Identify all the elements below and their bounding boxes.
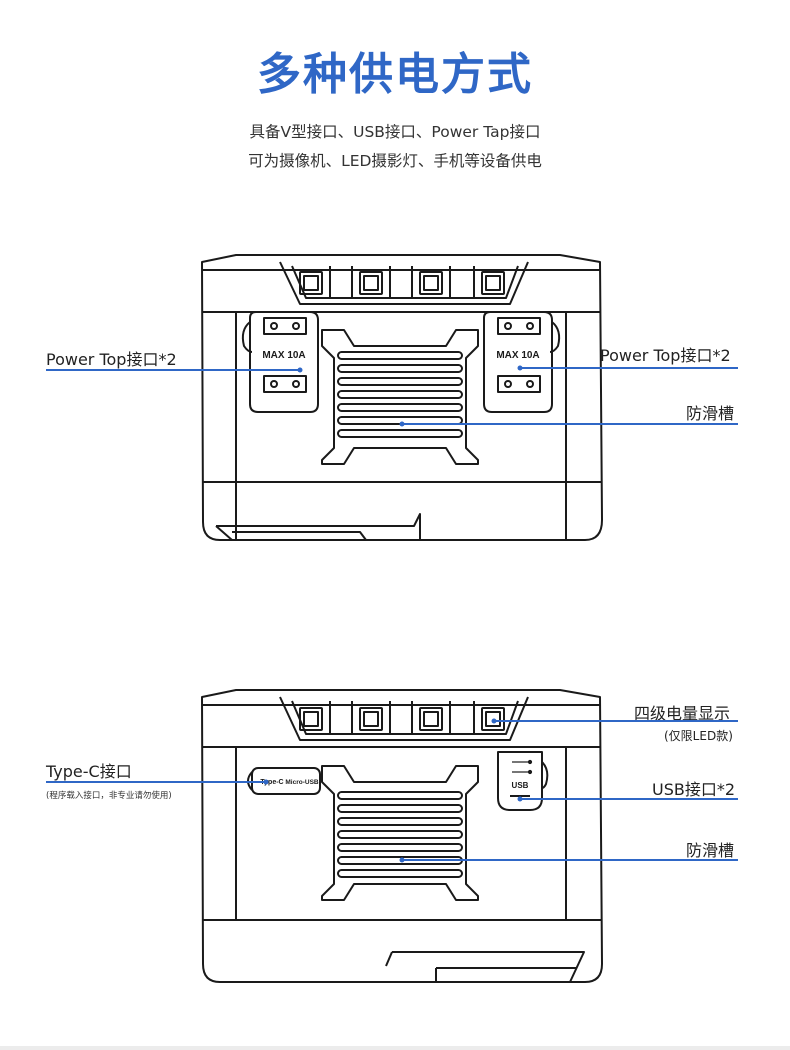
port-label-left: MAX 10A [262,350,305,361]
leader-line-type-c [46,781,266,783]
type-c-port-text: Type-C [260,779,283,786]
callout-battery-display-note: (仅限LED款) [664,729,733,743]
subtitle-line-1: 具备V型接口、USB接口、Power Tap接口 [249,123,541,141]
usb-icon [512,759,533,775]
leader-line-usb [520,798,738,800]
page-title: 多种供电方式 [257,49,533,100]
callout-type-c-note: (程序载入接口，非专业请勿使用) [46,791,172,801]
callout-usb: USB接口*2 [652,780,736,799]
callout-anti-slip-bottom: 防滑槽 [686,841,735,860]
footer-divider [0,1046,790,1050]
callout-type-c: Type-C接口 [46,762,132,781]
leader-line-anti-slip-bottom [402,859,738,861]
leader-line-anti-slip-top [402,423,738,425]
callout-power-tap-right: Power Top接口*2 [600,346,731,365]
micro-usb-port-text: Micro-USB [285,779,319,786]
port-label-right: MAX 10A [496,350,539,361]
callout-anti-slip-top: 防滑槽 [686,404,735,423]
leader-line-power-tap-right [520,367,738,369]
leader-line-power-tap-left [46,369,300,371]
leader-line-battery-display [494,720,738,722]
usb-port-text: USB [512,781,529,790]
subtitle-line-2: 可为摄像机、LED摄影灯、手机等设备供电 [248,152,542,170]
top-device-diagram: MAX 10A MAX 10A [201,254,603,541]
callout-battery-display: 四级电量显示 [634,704,731,723]
callout-power-tap-left: Power Top接口*2 [46,350,177,369]
